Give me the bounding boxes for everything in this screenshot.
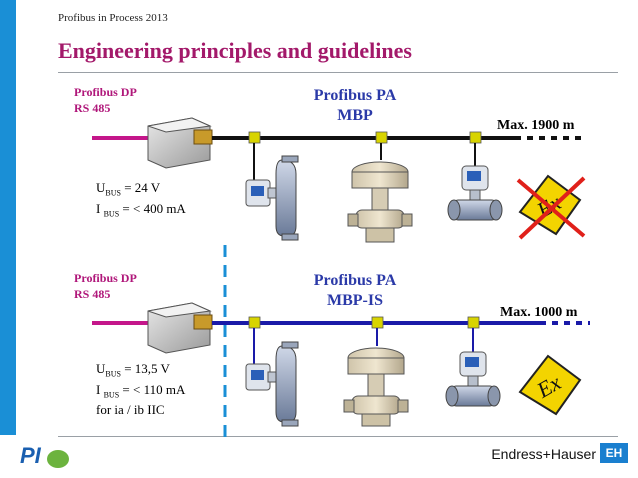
top-bus-specs: UBUS = 24 V I BUS = < 400 mA [96, 180, 186, 221]
bottom-max-length: Max. 1000 m [500, 305, 578, 320]
bottom-dp-line2: RS 485 [74, 287, 111, 301]
bottom-pa-line1: Profibus PA [313, 272, 397, 289]
pi-logo: PI [20, 443, 90, 469]
bottom-bus-specs: UBUS = 13,5 V I BUS = < 110 mA for ia / … [96, 361, 185, 417]
bottom-dp-label: Profibus DP RS 485 [74, 270, 137, 302]
bottom-pa-line2: MBP-IS [327, 292, 383, 309]
footer-divider [58, 436, 618, 437]
title-divider [58, 72, 618, 73]
top-u-bus: UBUS = 24 V [96, 180, 161, 198]
pi-logo-text: PI [20, 443, 41, 468]
top-dp-label: Profibus DP RS 485 [74, 84, 137, 116]
bottom-ex-hazard-icon: Ex [518, 354, 582, 416]
bottom-tap-1 [248, 316, 261, 329]
top-i-bus: I BUS = < 400 mA [96, 200, 186, 219]
top-max-length: Max. 1900 m [497, 118, 575, 133]
bottom-dp-line1: Profibus DP [74, 271, 137, 285]
sidebar-accent [0, 0, 16, 435]
top-flowmeter-icon [245, 155, 299, 241]
bottom-segment-coupler [147, 302, 213, 354]
top-tap-1 [248, 131, 261, 144]
top-valve-icon [347, 161, 413, 243]
bottom-tap-3 [467, 316, 480, 329]
pi-logo-mark [46, 450, 69, 469]
bottom-tap-2 [371, 316, 384, 329]
top-pa-label: Profibus PA MBP [295, 86, 415, 126]
bottom-pa-label: Profibus PA MBP-IS [295, 271, 415, 311]
page-title: Engineering principles and guidelines [58, 38, 412, 63]
bottom-flowmeter-icon [245, 341, 299, 427]
company-name: Endress+Hauser [491, 446, 596, 462]
bottom-i-bus: I BUS = < 110 mA [96, 381, 186, 400]
bottom-transmitter-icon [445, 351, 501, 407]
top-dp-line2: RS 485 [74, 101, 111, 115]
top-tap-3 [469, 131, 482, 144]
top-pa-line1: Profibus PA [313, 87, 397, 104]
top-ex-hazard-crossed-icon: Ex [516, 174, 586, 240]
presentation-subtitle: Profibus in Process 2013 [58, 12, 168, 24]
bottom-valve-icon [343, 347, 409, 427]
company-logo: EH [600, 443, 628, 463]
top-pa-line2: MBP [337, 107, 373, 124]
top-segment-coupler [147, 117, 213, 169]
top-dp-line1: Profibus DP [74, 85, 137, 99]
top-transmitter-icon [447, 165, 503, 221]
bottom-note: for ia / ib IIC [96, 402, 165, 418]
top-tap-2 [375, 131, 388, 144]
bottom-u-bus: UBUS = 13,5 V [96, 361, 170, 379]
